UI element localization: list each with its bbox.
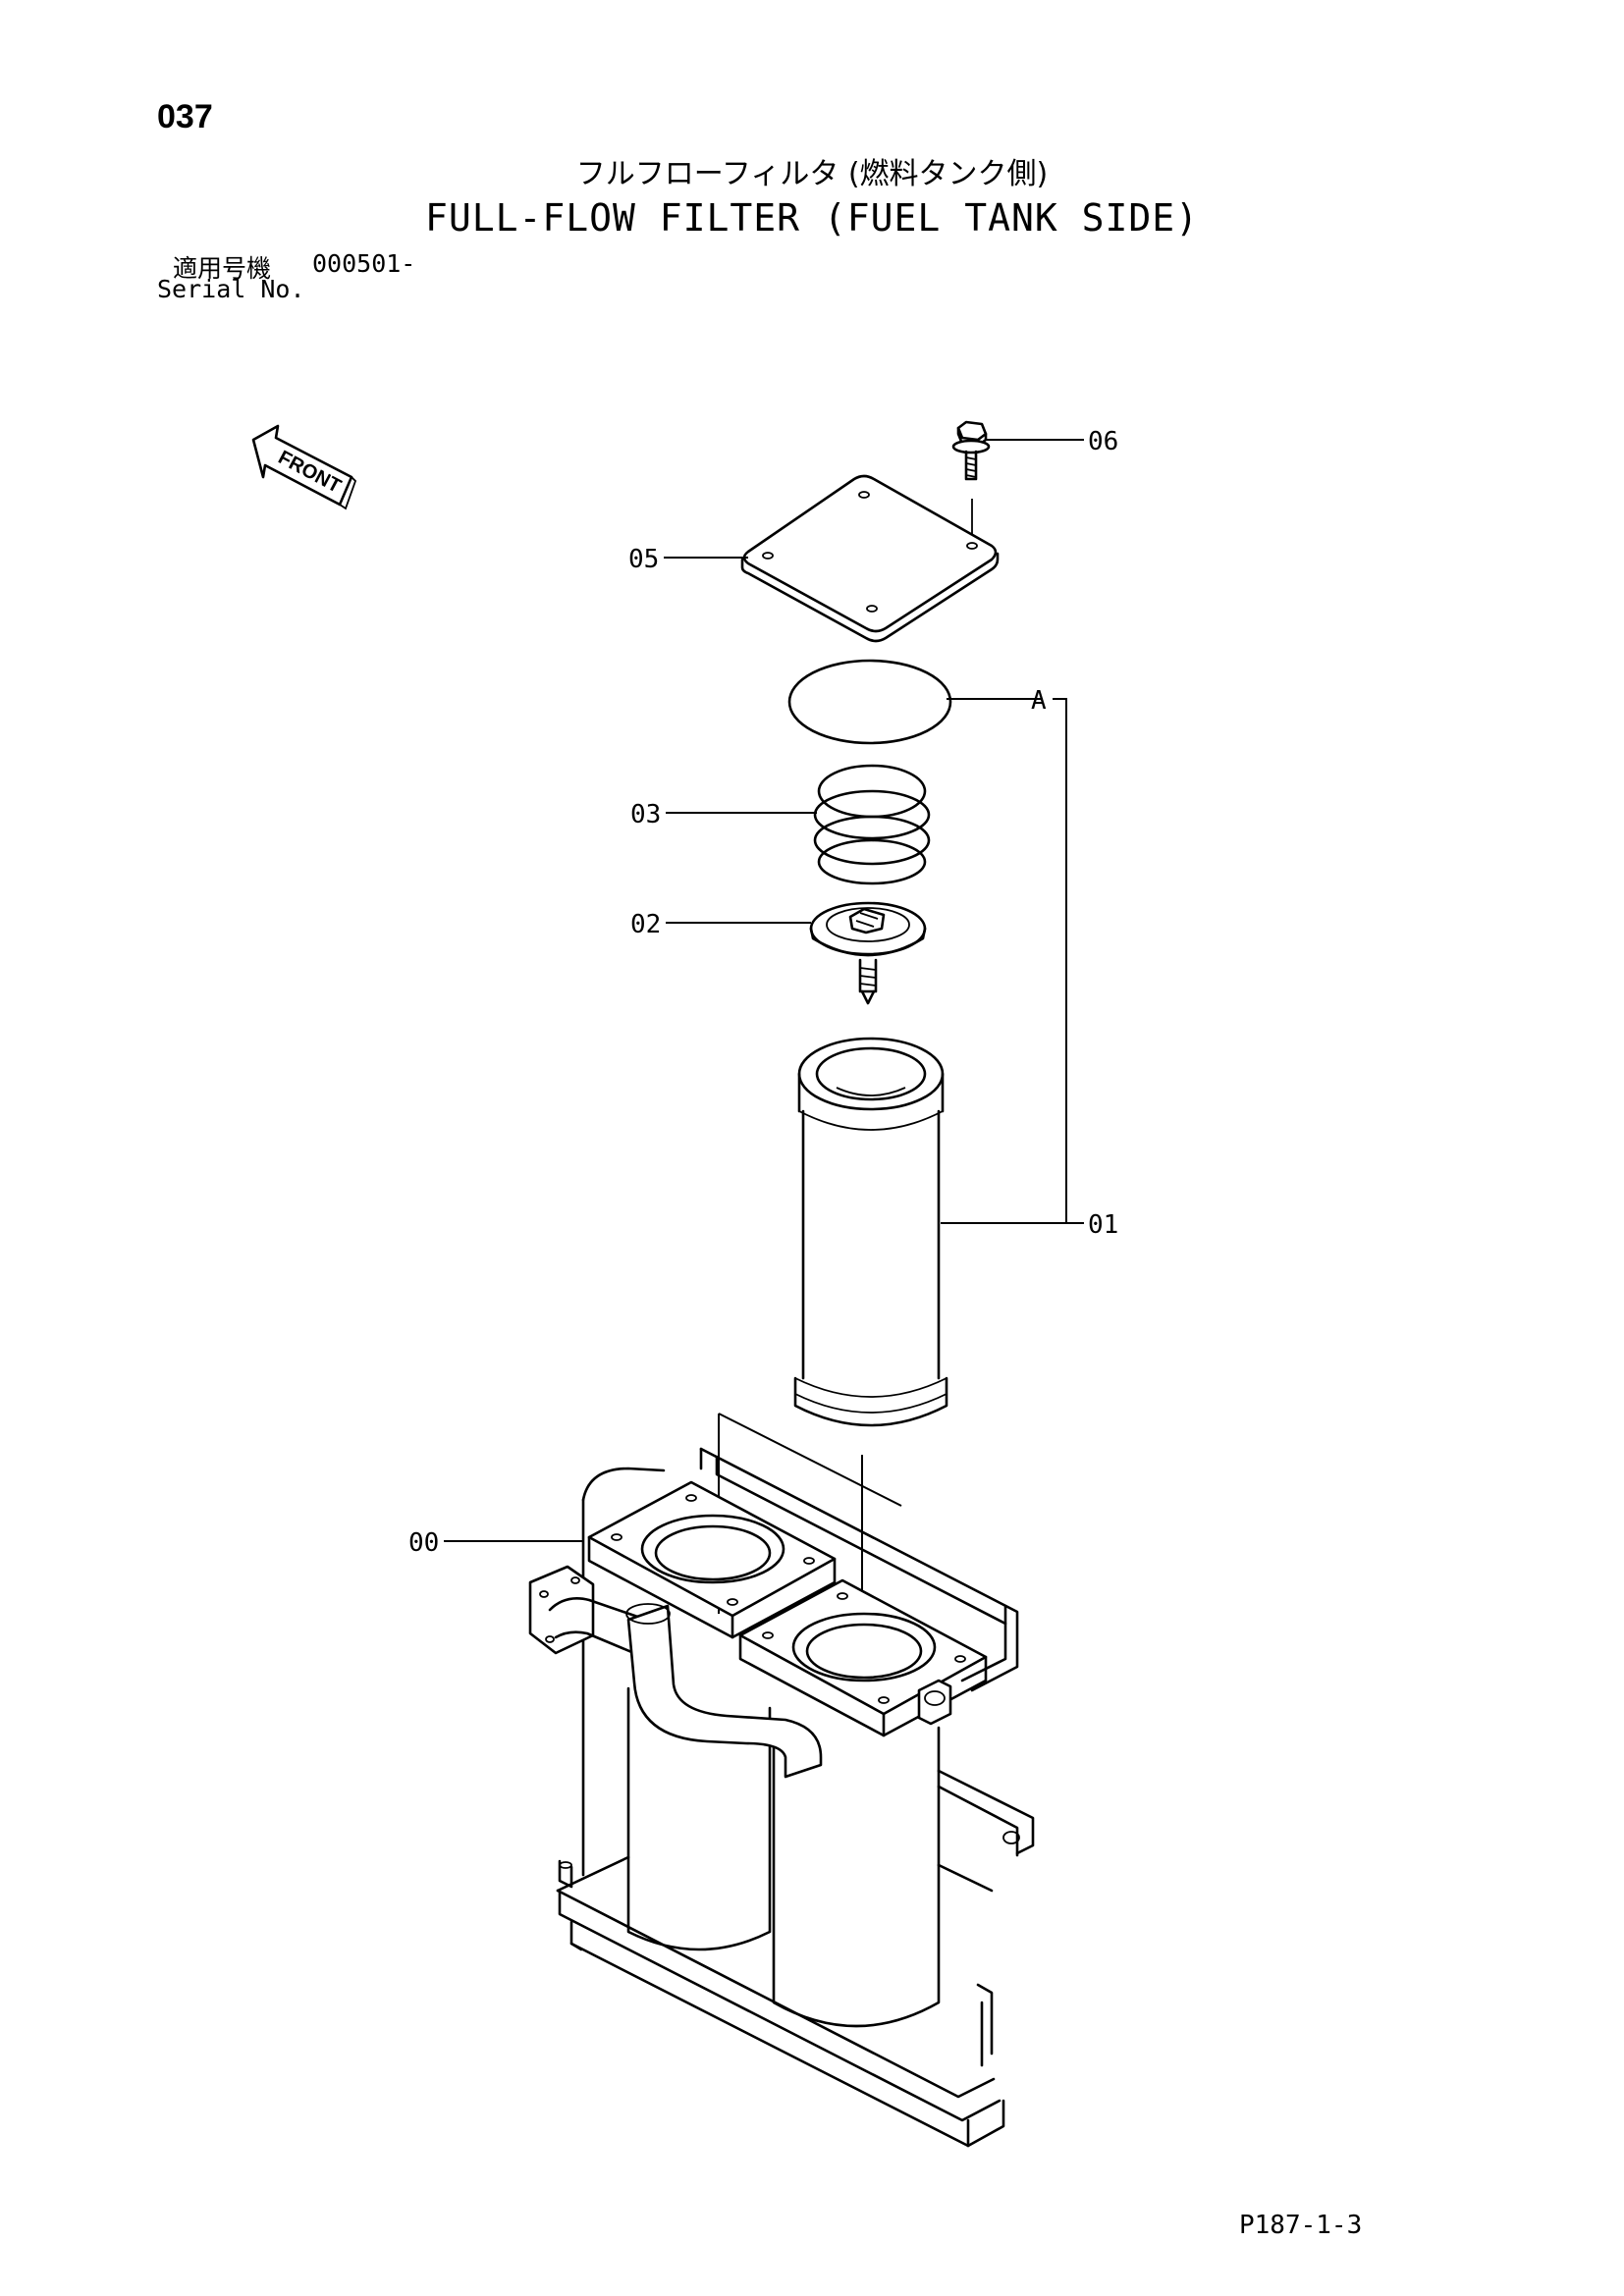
callout-02: 02 [630,910,661,939]
title-japanese: フルフローフィルタ (燃料タンク側) [575,157,1049,191]
valve-02 [809,901,927,1005]
callout-01: 01 [1088,1210,1118,1240]
title-english: FULL-FLOW FILTER (FUEL TANK SIDE) [425,196,1199,240]
cover-plate-05 [740,474,1000,643]
serial-label-english: Serial No. [157,275,305,303]
callout-00: 00 [408,1528,439,1558]
filter-element-01 [793,1037,948,1427]
o-ring-a [787,659,952,745]
callout-a: A [1031,686,1047,716]
callout-06: 06 [1088,427,1118,456]
callout-03: 03 [630,800,661,829]
serial-value: 000501- [312,249,416,278]
spring-03 [813,764,931,885]
bolt-06 [951,420,991,542]
serial-label-japanese: 適用号機 [173,254,272,283]
filter-housing-00 [528,1413,1035,2148]
page-number: 037 [157,98,213,135]
page-code: P187-1-3 [1239,2211,1363,2240]
front-arrow-icon: FRONT [251,424,357,510]
callout-05: 05 [628,545,659,574]
